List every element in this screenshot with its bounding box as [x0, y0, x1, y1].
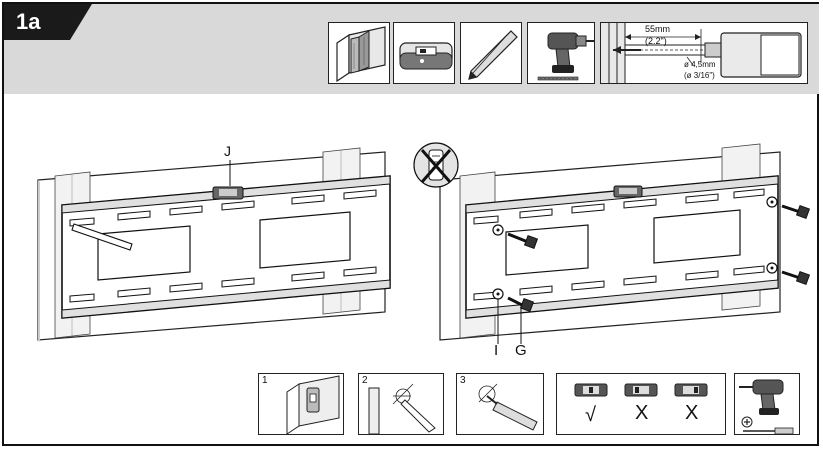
- diameter-mm-label: ø 4,5mm: [684, 60, 716, 69]
- diameter-in-label: (ø 3/16"): [684, 71, 715, 80]
- level-check-box: √ X X: [556, 373, 726, 435]
- step-badge: 1a: [4, 4, 92, 40]
- callout-bracket-j: J: [224, 143, 231, 159]
- drill-pilot-hole-illustration: [478, 383, 538, 431]
- substep-1-number: 1: [262, 375, 268, 386]
- level-correct-mark: √: [585, 404, 596, 426]
- wood-stud-tool-box: [328, 22, 390, 84]
- drill-screwdriver-icon: [739, 379, 794, 434]
- drill-tool-box: [527, 22, 595, 84]
- substep-2-number: 2: [362, 375, 368, 386]
- level-wrong-mark-2: X: [685, 402, 699, 424]
- level-check-illustration: [574, 383, 708, 397]
- callout-washer-i: I: [494, 342, 499, 359]
- mark-with-pencil-illustration: [368, 383, 436, 434]
- wood-stud-icon: [336, 26, 386, 83]
- stud-finder-wall-illustration: [286, 375, 340, 434]
- drill-depth-diagram-box: 55mm (2.2") ø 4,5mm (ø 3/16"): [600, 22, 808, 84]
- drill-depth-diagram: [601, 23, 802, 83]
- substep-3-number: 3: [460, 375, 466, 386]
- no-anchor-warning-icon: [413, 142, 459, 188]
- drill-screwdriver-box: [734, 373, 800, 435]
- stud-finder-icon: [399, 42, 453, 70]
- substep-1-box: 1: [258, 373, 344, 435]
- left-wall-bracket: [61, 160, 391, 319]
- depth-mm-label: 55mm: [645, 24, 671, 34]
- right-wall-bracket: [465, 175, 811, 344]
- pencil-icon: [468, 30, 518, 80]
- step-label: 1a: [16, 9, 41, 34]
- depth-in-label: (2.2"): [645, 36, 667, 46]
- substep-3-box: 3: [456, 373, 544, 435]
- substep-2-box: 2: [358, 373, 444, 435]
- pencil-tool-box: [460, 22, 522, 84]
- drill-icon: [537, 32, 594, 81]
- level-wrong-mark-1: X: [635, 402, 649, 424]
- stud-finder-tool-box: [393, 22, 455, 84]
- callout-screw-g: G: [515, 342, 527, 359]
